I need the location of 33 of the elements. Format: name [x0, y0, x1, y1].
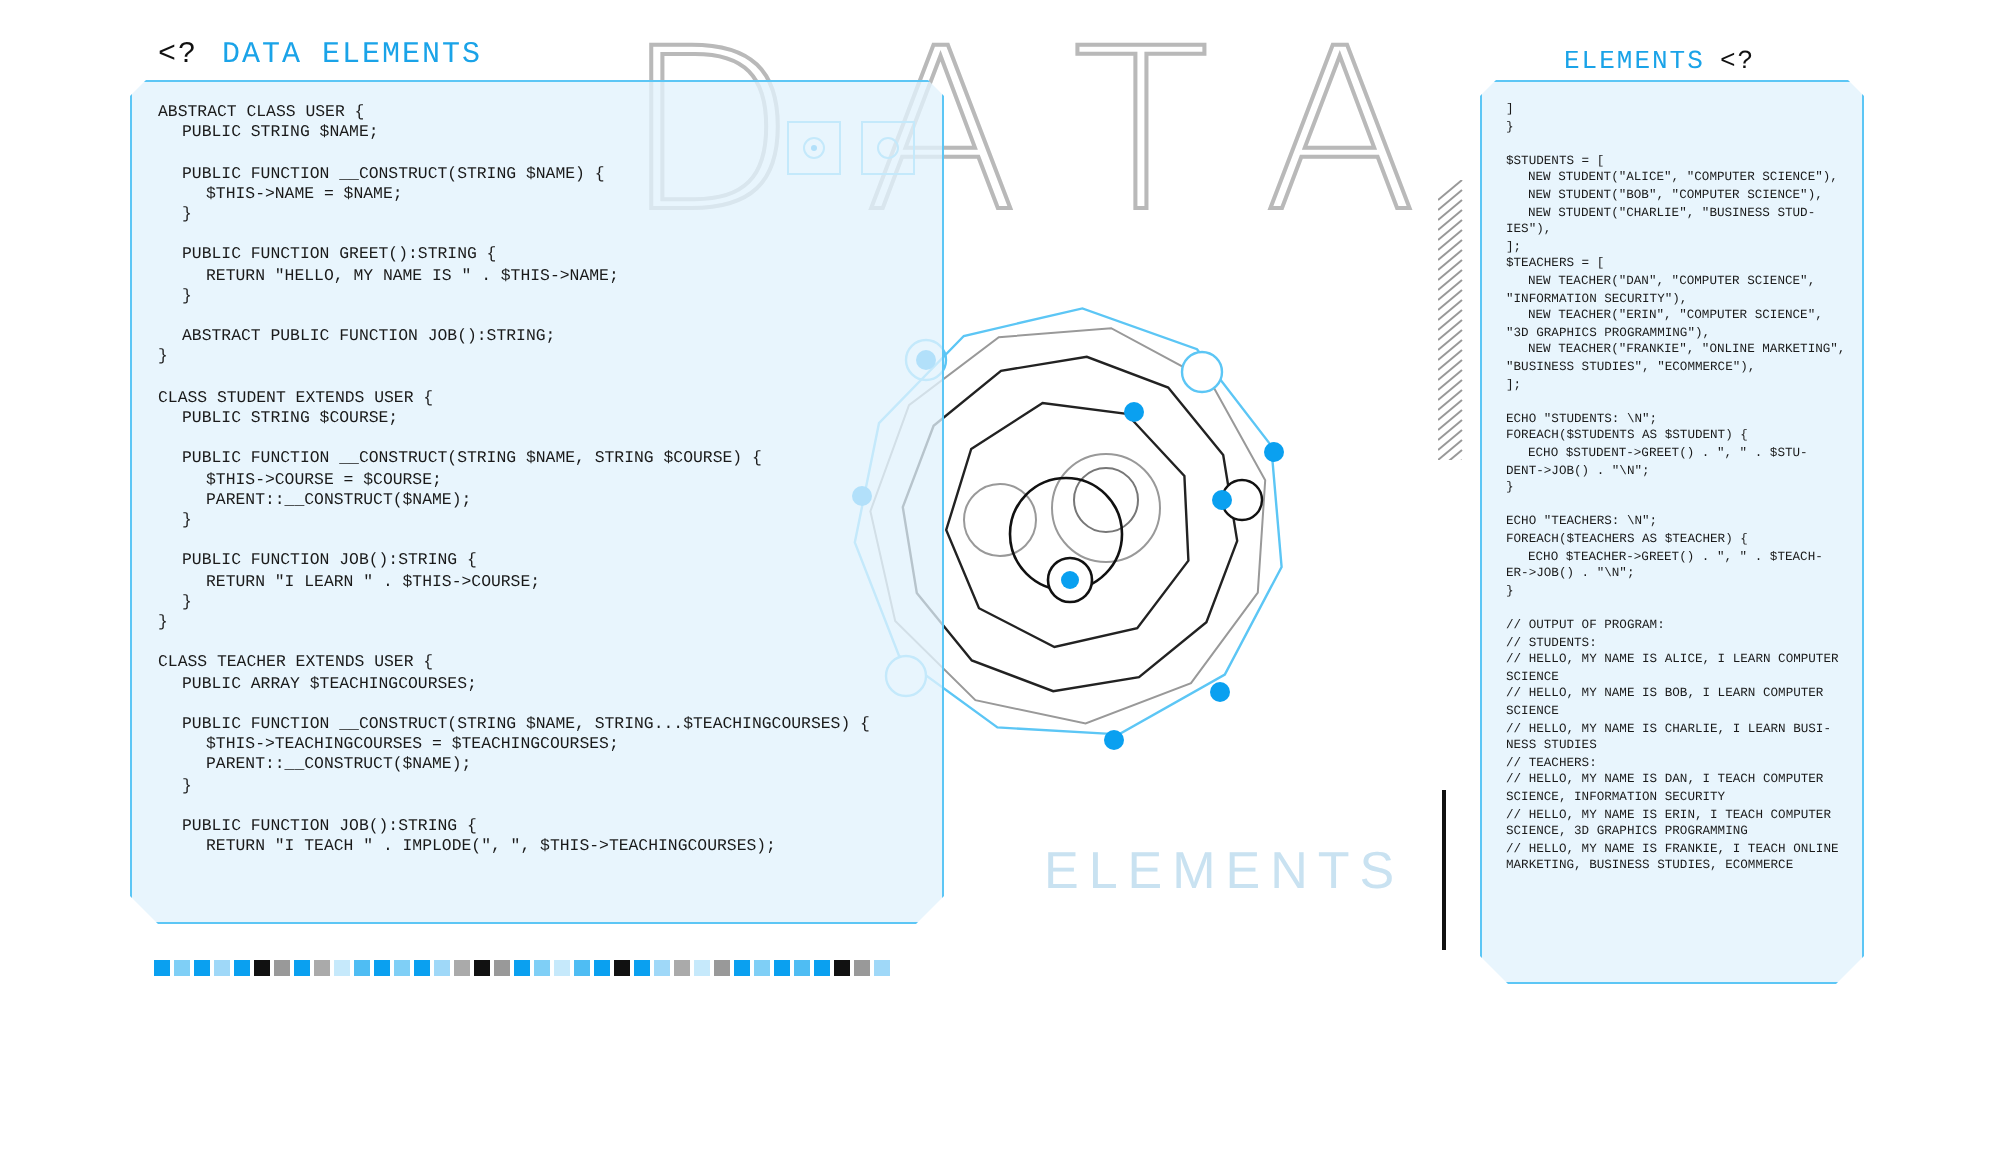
- code-line: PUBLIC STRING $NAME;: [182, 124, 379, 145]
- code-line: PUBLIC FUNCTION __CONSTRUCT(STRING $NAME) {: [182, 165, 605, 186]
- code-line: PUBLIC FUNCTION __CONSTRUCT(STRING $NAME, STRING...$TEACHINGCOURSES) {: [182, 716, 870, 736]
- panel-heading: DATA ELEMENTS: [222, 40, 483, 73]
- code-line: RETURN "HELLO, MY NAME IS " . $THIS->NAME;: [206, 267, 619, 288]
- code-line: }: [182, 593, 192, 614]
- code-line: }: [182, 777, 192, 798]
- code-line: ABSTRACT CLASS USER {: [158, 104, 365, 124]
- code-line: }: [158, 614, 168, 635]
- code-line: }: [158, 348, 168, 370]
- code-line: PUBLIC FUNCTION GREET():STRING {: [182, 246, 497, 268]
- code-line: CLASS STUDENT EXTENDS USER {: [158, 389, 434, 410]
- code-line: }: [182, 512, 192, 533]
- code-line: PUBLIC FUNCTION JOB():STRING {: [182, 552, 477, 574]
- code-line: ABSTRACT PUBLIC FUNCTION JOB():STRING;: [182, 328, 556, 349]
- code-line: CLASS TEACHER EXTENDS USER {: [158, 654, 434, 676]
- code-line: PARENT::__CONSTRUCT($NAME);: [206, 756, 472, 778]
- code-line: $THIS->TEACHINGCOURSES = $TEACHINGCOURSES;: [206, 736, 619, 756]
- code-line: PUBLIC FUNCTION JOB():STRING {: [182, 818, 477, 838]
- code-line: PUBLIC STRING $COURSE;: [182, 410, 399, 431]
- code-line: $THIS->NAME = $NAME;: [206, 185, 403, 206]
- code-tag: <?: [1720, 48, 1756, 77]
- code-line: PUBLIC ARRAY $TEACHINGCOURSES;: [182, 675, 477, 696]
- code-line: }: [182, 287, 192, 308]
- code-line: $THIS->COURSE = $COURSE;: [206, 471, 442, 492]
- code-line: RETURN "I TEACH " . IMPLODE(", ", $THIS->TEACHINGCOURSES);: [206, 838, 776, 859]
- code-tag: <?: [158, 40, 199, 73]
- code-line: PUBLIC FUNCTION __CONSTRUCT(STRING $NAME, STRING $COURSE) {: [182, 450, 762, 472]
- panel-heading: ELEMENTS: [1564, 48, 1705, 77]
- code-line: PARENT::__CONSTRUCT($NAME);: [206, 491, 472, 512]
- code-panel: [1480, 80, 1864, 984]
- code-line: }: [182, 206, 192, 227]
- code-line: RETURN "I LEARN " . $THIS->COURSE;: [206, 573, 541, 594]
